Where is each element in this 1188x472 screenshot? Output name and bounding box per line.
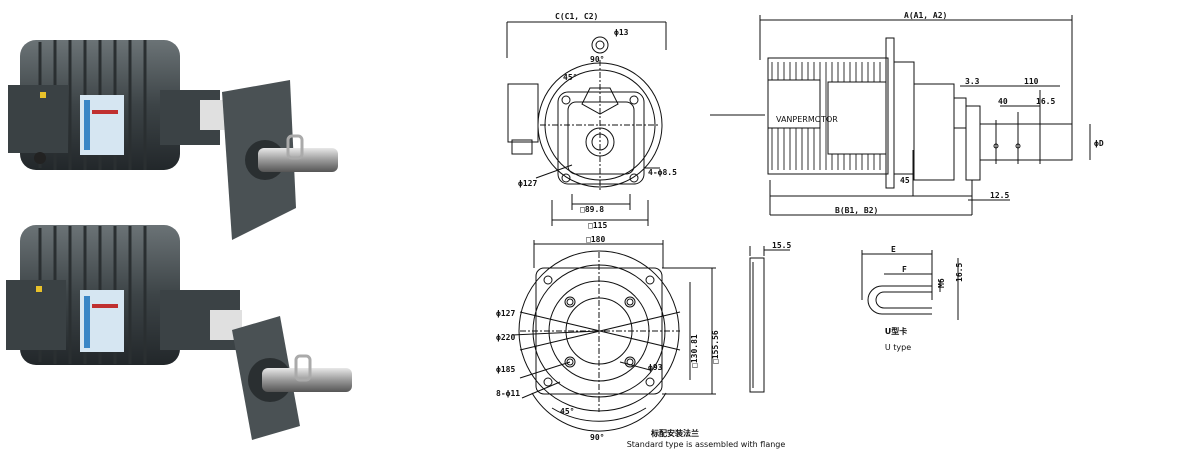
front-key-len-label: 40 [998, 97, 1008, 106]
u-clip-e-label: E [891, 245, 896, 254]
flange-outer-label: ϕ220 [496, 333, 515, 342]
front-key-pos-label: 16.5 [1036, 97, 1055, 106]
flange-span2-label: □155.56 [711, 330, 720, 364]
side-width-label: C(C1, C2) [555, 12, 598, 21]
u-clip-h-label: 16.5 [955, 263, 964, 282]
front-height-label: 45 [900, 176, 910, 185]
motor-photo-bottom [6, 225, 352, 440]
flange-holes-label: 8-ϕ11 [496, 389, 520, 398]
flange-pcd127-label: ϕ127 [496, 309, 515, 318]
side-hole-label: ϕ13 [614, 28, 629, 37]
flange-angle90-label: 90° [590, 433, 604, 442]
side-inner-square-label: □89.8 [580, 205, 604, 214]
flange-side-drawing [749, 246, 790, 393]
flange-view-drawing [511, 240, 716, 432]
front-view-drawing [710, 15, 1091, 216]
side-angle45-label: 45° [563, 73, 577, 82]
side-angle90-label: 90° [590, 55, 604, 64]
front-diam-label: ϕD [1094, 139, 1104, 148]
front-offset-label: 3.3 [965, 77, 980, 86]
front-brand-text: VANPERMOTOR [776, 115, 838, 124]
motor-photo-top [8, 40, 338, 240]
flange-angle45-label: 45° [560, 407, 574, 416]
flange-bore-label: ϕ93 [648, 363, 663, 372]
side-pcd-label: ϕ127 [518, 179, 537, 188]
u-clip-title-cn: U型卡 [885, 326, 908, 336]
side-outer-square-label: □115 [588, 221, 607, 230]
front-shaft-len-label: 110 [1024, 77, 1039, 86]
front-length-b-label: B(B1, B2) [835, 206, 878, 215]
u-clip-title-en: U type [885, 343, 911, 352]
flange-pcd185-label: ϕ185 [496, 365, 515, 374]
u-clip-m-label: M6 [937, 278, 946, 288]
side-view-drawing [506, 21, 667, 226]
flange-title-cn: 标配安装法兰 [650, 428, 699, 438]
front-flange-thk-label: 12.5 [990, 191, 1009, 200]
u-clip-f-label: F [902, 265, 907, 274]
flange-title-en: Standard type is assembled with flange [627, 440, 786, 449]
flange-span1-label: □130.81 [690, 334, 699, 368]
flange-square-label: □180 [586, 235, 605, 244]
flange-side-thk-label: 15.5 [772, 241, 791, 250]
front-length-a-label: A(A1, A2) [904, 11, 947, 20]
side-holes-label: 4-ϕ8.5 [648, 168, 677, 177]
u-clip-drawing [861, 250, 959, 320]
